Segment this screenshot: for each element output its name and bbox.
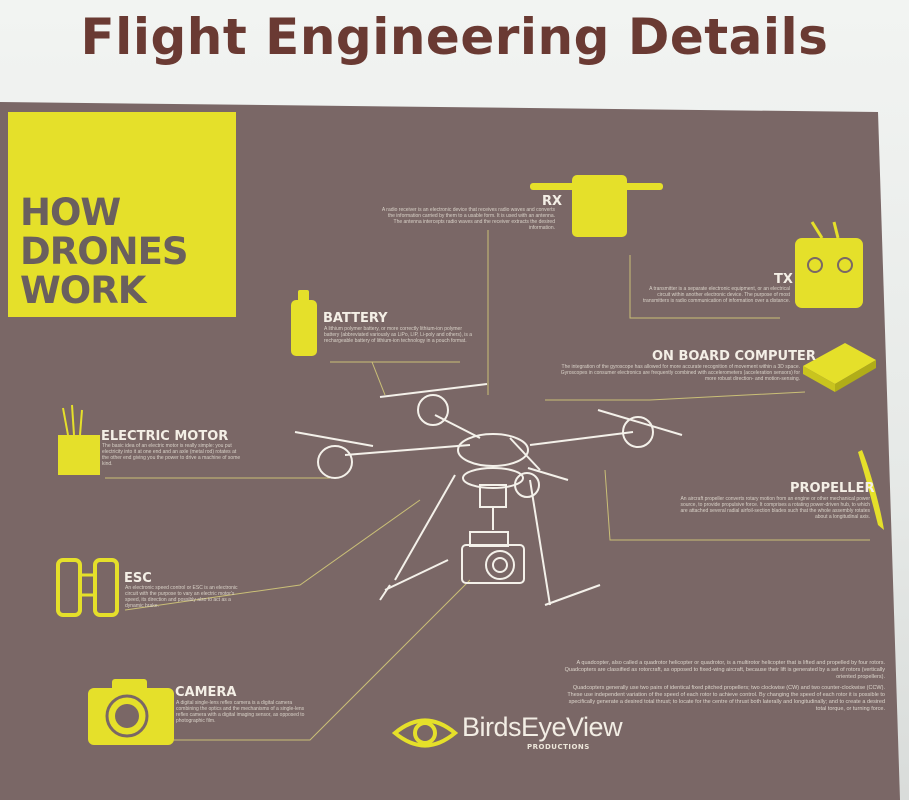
onboard-computer-description: The integration of the gyroscope has all… — [560, 364, 800, 382]
connector-lines — [105, 230, 870, 741]
heading-line: WORK — [20, 269, 146, 312]
quadcopter-text: A quadcopter, also called a quadrotor he… — [564, 660, 885, 680]
onboard-computer-label: ON BOARD COMPUTER — [652, 349, 816, 364]
esc-label: ESC — [124, 571, 152, 586]
brand-name: BirdsEyeView — [462, 712, 623, 742]
battery-description: A lithium polymer battery, or more corre… — [324, 326, 473, 344]
battery-label: BATTERY — [323, 311, 388, 326]
tx-description: A transmitter is a separate electronic e… — [642, 286, 790, 304]
electric-motor-description: The basic idea of an electric motor is r… — [102, 443, 241, 467]
motor-icon — [58, 404, 100, 475]
esc-icon — [56, 558, 119, 617]
heading-line: HOW — [20, 191, 121, 234]
tx-icon — [795, 221, 863, 308]
camera-description: A digital single-lens reflex camera is a… — [176, 700, 305, 724]
propeller-label: PROPELLER — [790, 481, 875, 496]
tx-label: TX — [774, 272, 793, 287]
propeller-description: An aircraft propeller converts rotary mo… — [680, 496, 870, 520]
camera-icon — [88, 679, 174, 745]
quadcopter-text: Quadcopters generally use two pairs of i… — [567, 685, 885, 712]
electric-motor-label: ELECTRIC MOTOR — [101, 429, 229, 444]
rx-icon — [530, 175, 663, 237]
chip-icon — [803, 343, 876, 392]
quadcopter-paragraph: A quadcopter, also called a quadrotor he… — [560, 660, 885, 717]
camera-label: CAMERA — [175, 685, 237, 700]
title-block — [8, 112, 236, 317]
propeller-icon — [858, 450, 884, 530]
poster-heading: HOW DRONES WORK — [20, 191, 189, 312]
eye-logo-icon — [391, 718, 459, 748]
rx-label: RX — [542, 194, 563, 209]
battery-icon — [291, 290, 317, 356]
drone-illustration — [294, 383, 683, 606]
slide-title: Flight Engineering Details — [80, 8, 829, 66]
brand-subtitle: PRODUCTIONS — [527, 743, 590, 751]
esc-description: An electronic speed control or ESC is an… — [125, 585, 238, 609]
rx-description: A radio receiver is an electronic device… — [381, 207, 555, 231]
heading-line: DRONES — [20, 230, 189, 273]
